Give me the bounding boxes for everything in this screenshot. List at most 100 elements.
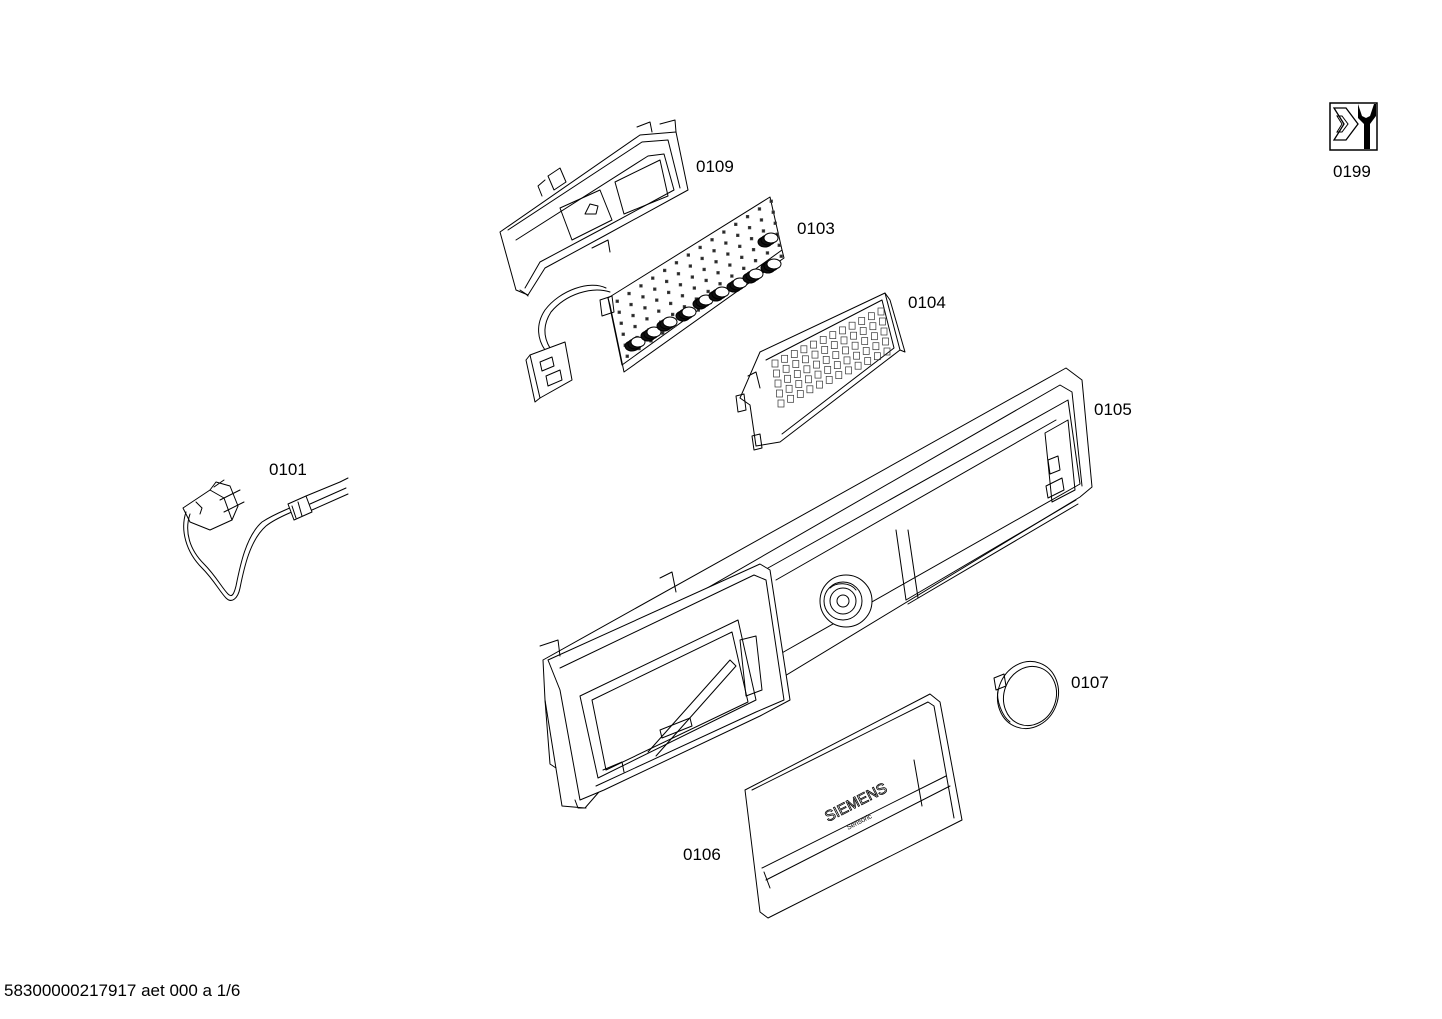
part-label-0105: 0105 — [1094, 400, 1132, 419]
part-0104-light-guide[interactable] — [735, 292, 906, 451]
light-guide-cell — [790, 350, 798, 358]
board-component — [619, 321, 623, 325]
light-guide-cell — [854, 361, 862, 370]
board-component — [667, 290, 671, 295]
part-0106-drawer-front[interactable]: SIEMENS Sensoric — [744, 693, 963, 919]
light-guide-cell — [795, 380, 803, 388]
part-label-0101: 0101 — [269, 460, 307, 479]
board-component — [738, 244, 742, 249]
board-component — [655, 298, 659, 302]
wrench-service-icon[interactable] — [1329, 102, 1378, 151]
light-guide-cell — [840, 336, 848, 345]
light-guide-cell — [774, 379, 782, 388]
board-component — [700, 256, 704, 261]
light-guide-cell — [773, 369, 780, 378]
light-guide-cell — [782, 364, 790, 373]
board-component — [633, 324, 637, 329]
light-guide-cell — [835, 371, 843, 379]
board-component — [615, 299, 619, 303]
board-component — [706, 289, 710, 294]
light-guide-cell — [882, 337, 889, 346]
light-guide-cell — [858, 317, 866, 325]
board-component — [724, 241, 728, 245]
light-guide-cell — [771, 359, 779, 368]
light-guide-cell — [880, 327, 888, 336]
board-encoder — [742, 268, 764, 284]
board-encoder — [757, 232, 779, 248]
board-component — [692, 286, 696, 290]
board-component — [749, 236, 754, 241]
board-component — [676, 272, 681, 276]
board-component — [651, 276, 655, 280]
board-component — [645, 317, 649, 321]
part-0109-frame[interactable] — [499, 119, 689, 297]
board-component — [669, 301, 673, 306]
part-0105-control-panel[interactable] — [539, 367, 1093, 809]
board-encoder — [640, 326, 662, 342]
board-encoder — [656, 316, 678, 332]
part-0103-control-board[interactable] — [525, 196, 785, 403]
board-component — [657, 309, 661, 313]
board-encoder — [708, 286, 730, 302]
board-component — [671, 312, 675, 317]
board-component — [688, 264, 692, 268]
light-guide-cell — [830, 341, 838, 349]
light-guide-cell — [796, 390, 804, 398]
board-component — [759, 218, 764, 222]
light-guide-cell — [813, 360, 820, 369]
part-0101-mains-cable[interactable] — [182, 477, 349, 601]
board-component — [712, 249, 716, 253]
light-guide-cell — [869, 322, 877, 331]
part-label-0107: 0107 — [1071, 673, 1109, 692]
light-guide-cell — [868, 312, 875, 321]
light-guide-cell — [872, 342, 880, 351]
light-guide-cell — [871, 332, 878, 341]
light-guide-cell — [821, 346, 829, 354]
light-guide-cell — [853, 351, 860, 360]
board-component — [678, 283, 683, 287]
board-component — [757, 207, 762, 211]
light-guide-cell — [805, 375, 812, 384]
board-component — [643, 306, 647, 310]
light-guide-cell — [824, 366, 832, 374]
light-guide-cell — [785, 384, 793, 393]
board-component — [722, 230, 726, 234]
light-guide-cell — [816, 380, 823, 389]
board-component — [765, 251, 770, 255]
light-guide-cell — [787, 394, 794, 403]
light-guide-cell — [850, 331, 857, 340]
board-component — [753, 258, 758, 263]
light-guide-cell — [781, 354, 788, 363]
board-component — [680, 294, 685, 298]
light-guide-cell — [848, 321, 856, 330]
board-component — [698, 245, 702, 250]
board-component — [718, 282, 722, 286]
part-0107-knob[interactable] — [988, 653, 1068, 737]
light-guide-cell — [862, 347, 870, 355]
board-component — [734, 222, 738, 227]
light-guide-cell — [877, 307, 885, 316]
light-guide-cell — [839, 326, 846, 335]
board-component — [674, 261, 679, 265]
light-guide-cell — [777, 399, 785, 408]
board-component — [773, 221, 777, 225]
board-encoder — [760, 258, 782, 274]
light-guide-cell — [843, 356, 851, 365]
light-guide-cell — [861, 337, 869, 345]
board-encoder — [675, 306, 697, 322]
light-guide-cell — [851, 341, 859, 350]
board-component — [631, 313, 635, 318]
light-guide-cell — [784, 374, 791, 383]
board-component — [617, 310, 621, 314]
light-guide-cell — [802, 355, 809, 364]
light-guide-cell — [793, 370, 801, 378]
board-component — [663, 268, 667, 273]
board-component — [653, 287, 657, 291]
board-encoder — [624, 336, 646, 352]
board-component — [761, 229, 766, 233]
light-guide-cell — [811, 350, 819, 359]
board-component — [730, 274, 734, 278]
light-guide-cell — [806, 385, 814, 394]
light-guide-cell — [845, 366, 852, 375]
board-component — [641, 295, 645, 299]
